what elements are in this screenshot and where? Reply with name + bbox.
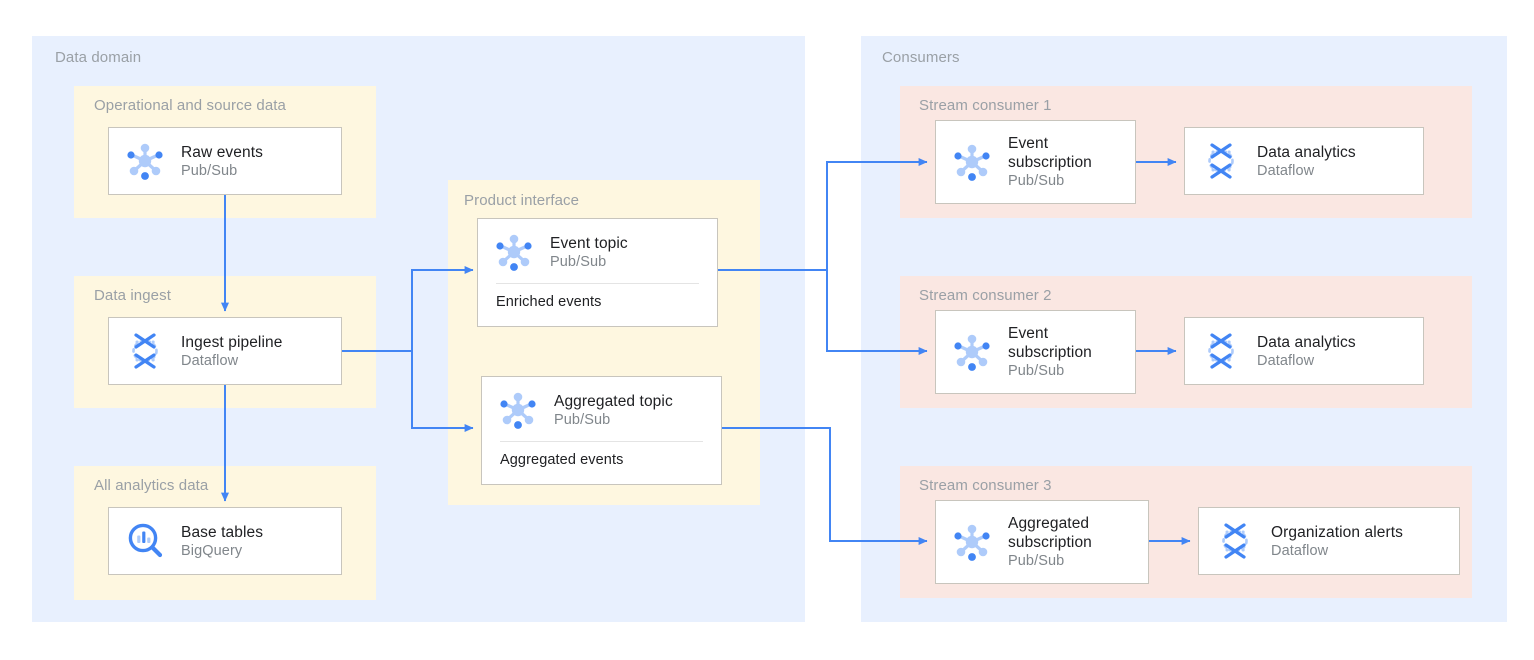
card-organization-alerts[interactable]: Organization alerts Dataflow xyxy=(1198,507,1460,575)
panel-stream-consumer-3-label: Stream consumer 3 xyxy=(919,477,1052,494)
card-divider xyxy=(496,283,699,284)
card-subtitle: BigQuery xyxy=(181,542,243,559)
card-subtitle: Dataflow xyxy=(1257,352,1315,369)
panel-product-interface-label: Product interface xyxy=(464,192,580,209)
dataflow-icon xyxy=(123,329,167,373)
dataflow-icon xyxy=(1199,329,1243,373)
pubsub-icon xyxy=(496,388,540,432)
panel-consumers-label: Consumers xyxy=(882,49,960,66)
card-data-analytics-1[interactable]: Data analytics Dataflow xyxy=(1184,127,1424,195)
dataflow-icon xyxy=(1213,519,1257,563)
card-aggregated-subscription[interactable]: Aggregated subscription Pub/Sub xyxy=(935,500,1149,584)
pubsub-icon xyxy=(123,139,167,183)
card-subtitle: Pub/Sub xyxy=(550,253,607,270)
card-subtitle: Pub/Sub xyxy=(1008,173,1065,189)
card-subtitle: Dataflow xyxy=(181,352,239,369)
pubsub-icon xyxy=(950,140,994,184)
card-raw-events[interactable]: Raw events Pub/Sub xyxy=(108,127,342,195)
card-aggregated-topic[interactable]: Aggregated topic Pub/Sub Aggregated even… xyxy=(481,376,722,485)
card-footer-label: Aggregated events xyxy=(500,452,624,468)
card-title: Base tables xyxy=(181,523,264,541)
panel-operational-source-data-label: Operational and source data xyxy=(94,97,286,114)
card-title: Aggregated subscription xyxy=(1008,515,1092,551)
card-subtitle: Dataflow xyxy=(1257,162,1315,179)
card-event-subscription-2[interactable]: Event subscription Pub/Sub xyxy=(935,310,1136,394)
card-title: Event subscription xyxy=(1008,325,1092,361)
card-title: Raw events xyxy=(181,143,263,161)
card-subtitle: Pub/Sub xyxy=(1008,553,1065,569)
card-title: Ingest pipeline xyxy=(181,333,283,351)
card-title: Aggregated topic xyxy=(554,392,673,410)
panel-stream-consumer-1-label: Stream consumer 1 xyxy=(919,97,1052,114)
pubsub-icon xyxy=(492,230,536,274)
card-title: Data analytics xyxy=(1257,143,1356,161)
card-title: Event topic xyxy=(550,234,628,252)
panel-data-domain-label: Data domain xyxy=(55,49,142,66)
card-base-tables[interactable]: Base tables BigQuery xyxy=(108,507,342,575)
card-subtitle: Pub/Sub xyxy=(181,162,238,179)
panel-data-ingest-label: Data ingest xyxy=(94,287,171,304)
card-subtitle: Pub/Sub xyxy=(1008,363,1065,379)
card-event-subscription-1[interactable]: Event subscription Pub/Sub xyxy=(935,120,1136,204)
card-title: Data analytics xyxy=(1257,333,1356,351)
panel-stream-consumer-2-label: Stream consumer 2 xyxy=(919,287,1052,304)
pubsub-icon xyxy=(950,520,994,564)
card-data-analytics-2[interactable]: Data analytics Dataflow xyxy=(1184,317,1424,385)
pubsub-icon xyxy=(950,330,994,374)
card-subtitle: Dataflow xyxy=(1271,542,1329,559)
dataflow-icon xyxy=(1199,139,1243,183)
card-event-topic[interactable]: Event topic Pub/Sub Enriched events xyxy=(477,218,718,327)
card-subtitle: Pub/Sub xyxy=(554,411,611,428)
panel-all-analytics-data-label: All analytics data xyxy=(94,477,209,494)
bigquery-icon xyxy=(123,519,167,563)
card-title: Organization alerts xyxy=(1271,523,1403,541)
card-title: Event subscription xyxy=(1008,135,1092,171)
card-divider xyxy=(500,441,703,442)
card-footer-label: Enriched events xyxy=(496,294,602,310)
card-ingest-pipeline[interactable]: Ingest pipeline Dataflow xyxy=(108,317,342,385)
